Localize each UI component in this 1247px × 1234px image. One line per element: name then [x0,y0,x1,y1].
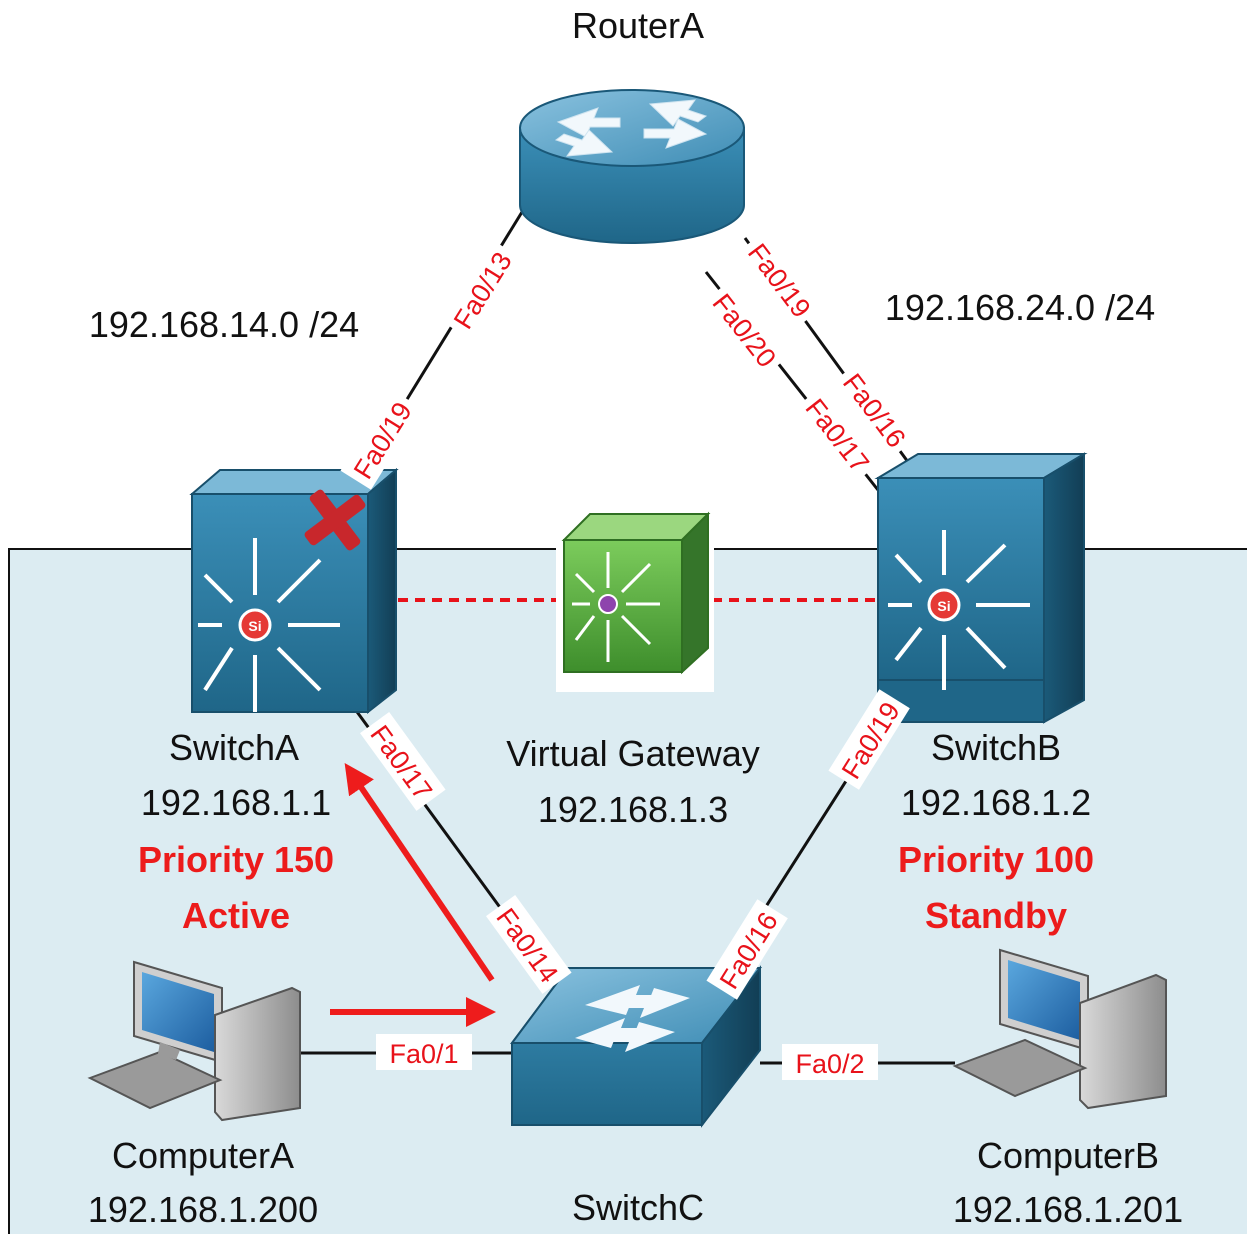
router-icon[interactable] [519,89,745,244]
switch-a-state: Active [182,895,290,936]
port-label: Fa0/1 [389,1039,458,1069]
virtual-gateway-name: Virtual Gateway [506,733,759,774]
switch-a-name: SwitchA [169,727,299,768]
switch-b-priority: Priority 100 [898,839,1094,880]
computer-icon[interactable] [952,948,1167,1110]
subnet-right-label: 192.168.24.0 /24 [885,287,1155,328]
switch-a-priority: Priority 150 [138,839,334,880]
arrow-switch-c-to-switch-a [344,763,495,982]
multilayer-switch-icon[interactable]: Si [874,452,1088,724]
switch-a-ip: 192.168.1.1 [141,782,331,823]
switch-b-ip: 192.168.1.2 [901,782,1091,823]
computer-a-ip: 192.168.1.200 [88,1189,318,1230]
port-label: Fa0/2 [795,1049,864,1079]
multilayer-switch-icon[interactable]: Si [189,467,399,715]
switch-b-state: Standby [925,895,1067,936]
traffic-arrows [330,763,496,1027]
subnet-left-label: 192.168.14.0 /24 [89,304,359,345]
computer-icon[interactable] [87,960,301,1122]
x-mark-icon [304,489,366,551]
router-a-label: RouterA [572,5,704,46]
virtual-gateway-ip: 192.168.1.3 [538,789,728,830]
computer-b-name: ComputerB [977,1135,1159,1176]
virtual-switch-icon [556,508,714,692]
svg-text:Si: Si [248,618,261,634]
computer-a-name: ComputerA [112,1135,294,1176]
switch-b-name: SwitchB [931,727,1061,768]
svg-text:Si: Si [937,598,950,614]
switch-c-name: SwitchC [572,1187,704,1228]
computer-b-ip: 192.168.1.201 [953,1189,1183,1230]
workgroup-switch-icon[interactable] [510,965,763,1128]
